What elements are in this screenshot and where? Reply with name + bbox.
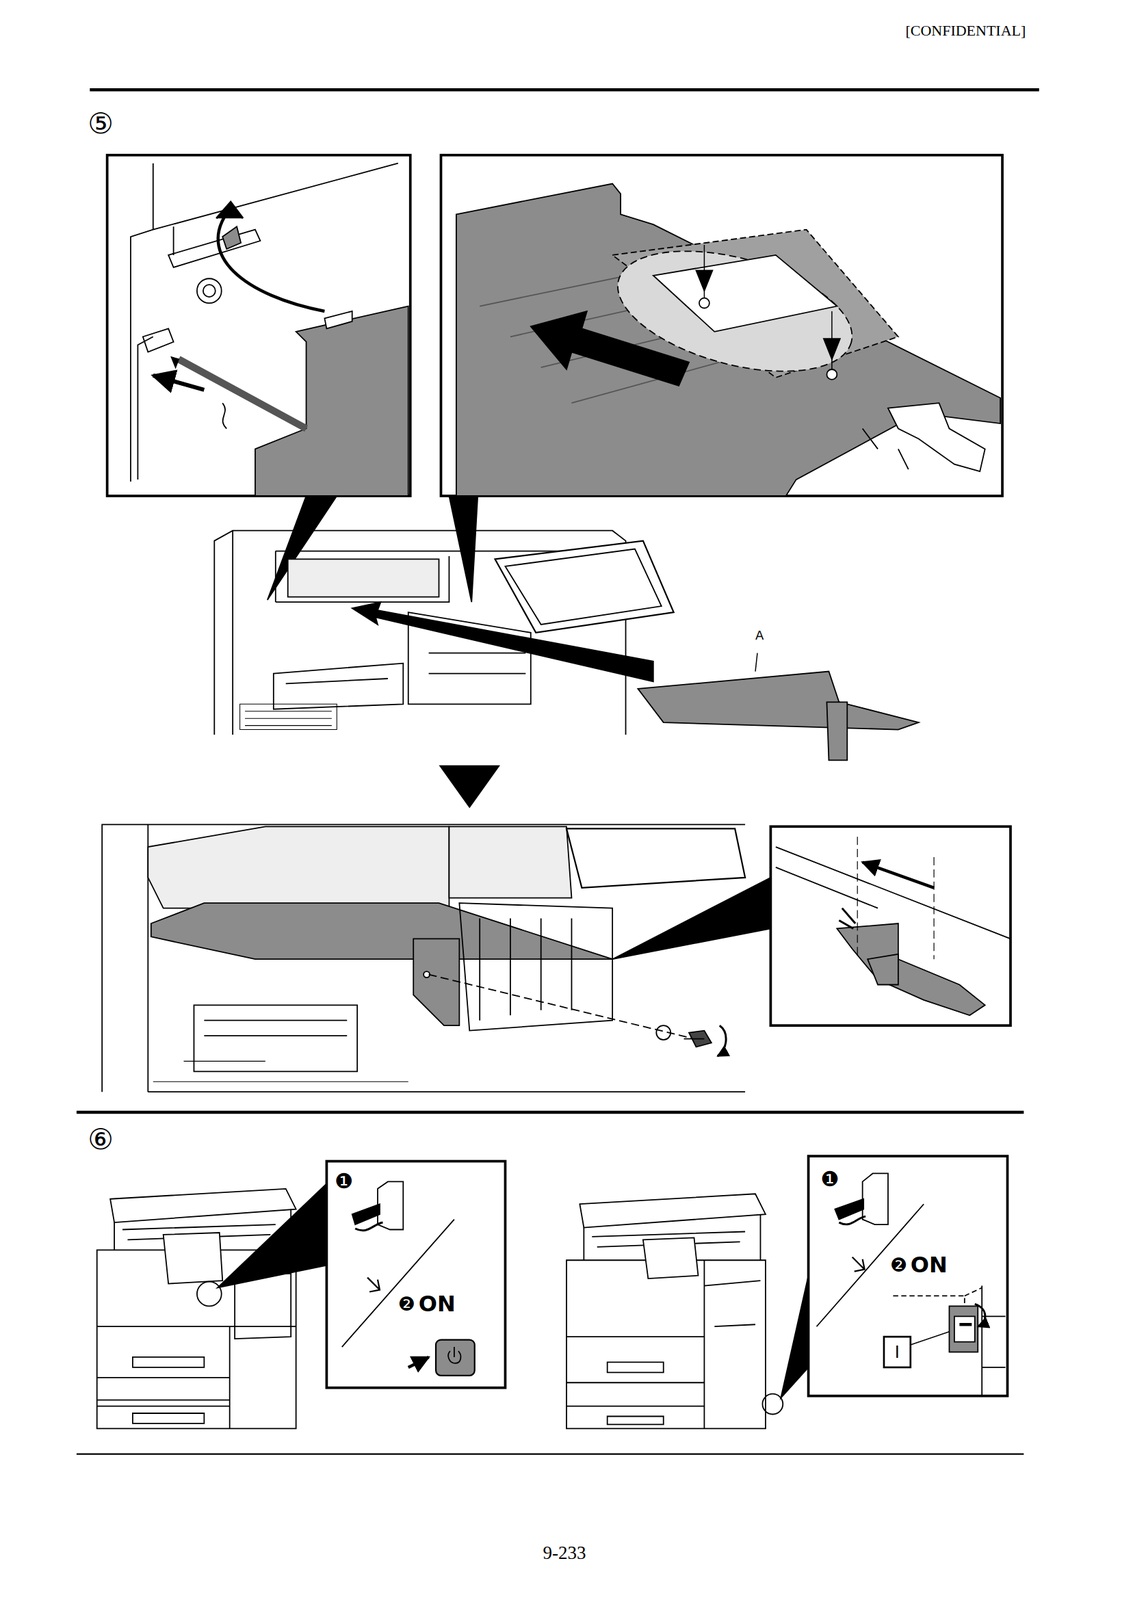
sub-step-number: ❶ [820,1167,839,1191]
power-state: ON [910,1253,948,1278]
sub-step-number: ❷ [398,1294,416,1316]
sub-step-number: ❷ [890,1255,908,1277]
sub-step-number: ❶ [334,1169,354,1193]
page-number: 9-233 [543,1543,587,1565]
power-state: ON [418,1292,456,1317]
step-number: ⑤ [87,108,114,140]
switch-symbol: I [894,1343,900,1362]
step-number: ⑥ [87,1124,114,1156]
confidential-mark: [CONFIDENTIAL] [905,22,1026,39]
part-label: A [755,628,764,643]
